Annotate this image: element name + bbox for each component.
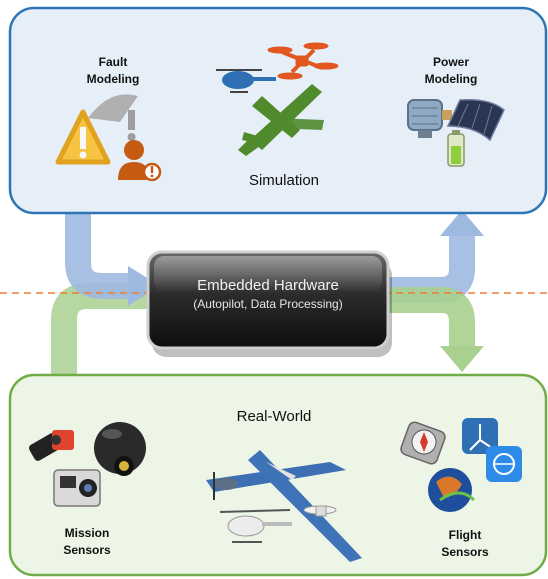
fault-modeling-line1: Fault [98,55,128,69]
embedded-hardware-title: Embedded Hardware [197,277,339,294]
sim-to-hardware-arrow-body [65,210,130,299]
signal-icon [88,94,138,122]
unmanned-helicopter-icon [219,509,292,543]
power-modeling-line2: Modeling [424,72,478,86]
warning-icon [55,109,111,165]
hardware-to-real-arrow-head [440,346,484,372]
hardware-to-sim-arrow-body [380,232,475,303]
embedded-hardware-chip [146,250,392,357]
fault-modeling-line2: Modeling [86,72,140,86]
exclamation-icon [127,110,136,141]
hardware-to-real-arrow-body [380,287,475,348]
airplane-icon [238,84,324,156]
power-modeling-label: Power Modeling [416,54,486,88]
hardware-to-sim-arrow-head [440,210,484,236]
embedded-hardware-subtitle: (Autopilot, Data Processing) [193,297,343,311]
small-drone-icon [303,505,337,517]
compass-icon [400,421,446,465]
solar-panel-icon [446,98,505,142]
gimbal-camera-icon [94,422,146,476]
motor-icon [407,99,452,138]
thermal-camera-icon [28,430,74,461]
helicopter-icon [216,69,276,93]
fault-modeling-label: Fault Modeling [78,54,148,88]
gyro-icon [486,446,522,482]
action-camera-icon [53,469,101,507]
mission-sensors-line1: Mission [64,526,110,540]
power-modeling-line1: Power [432,55,469,69]
simulation-title: Simulation [248,172,320,189]
quadcopter-icon [267,42,339,80]
sim-to-hardware-arrow-head [128,266,160,306]
mission-sensors-line2: Sensors [63,543,111,557]
flight-sensors-label: Flight Sensors [430,527,500,561]
real-to-hardware-arrow [51,283,160,376]
battery-icon [447,130,465,167]
globe-icon [428,468,476,512]
flight-sensors-line2: Sensors [441,545,489,559]
real-world-title: Real-World [236,408,312,425]
axes-icon [462,418,498,454]
flight-sensors-line1: Flight [448,528,482,542]
person-alert-icon [118,140,162,182]
fixed-wing-uav-icon [206,450,362,562]
mission-sensors-label: Mission Sensors [52,525,122,559]
